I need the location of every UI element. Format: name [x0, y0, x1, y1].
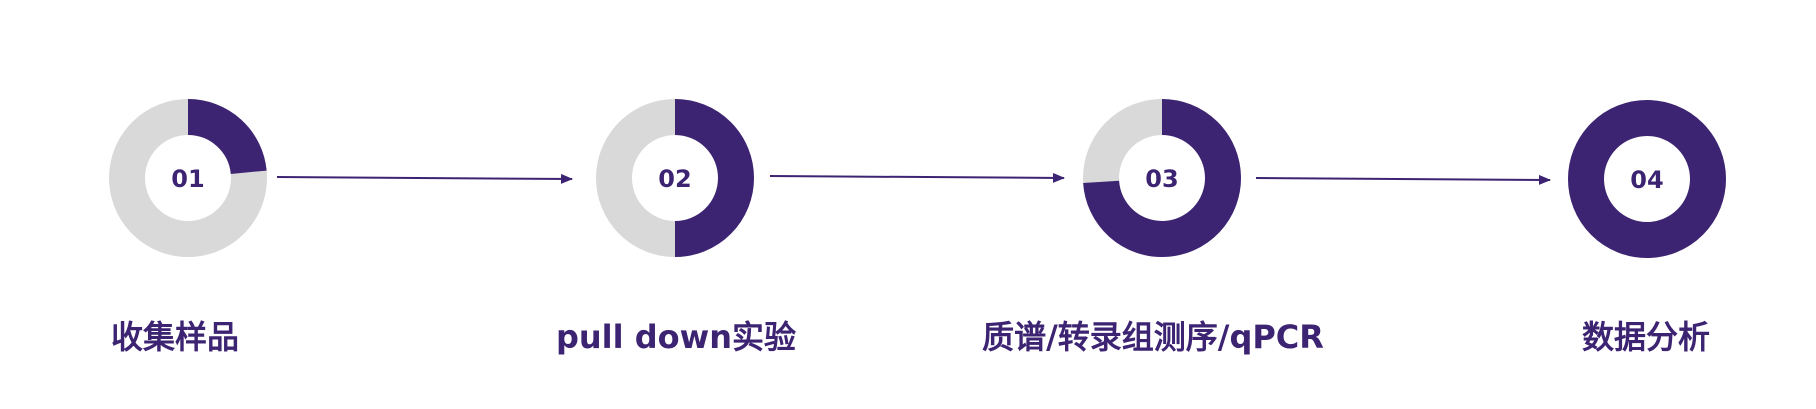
step-3-ring-progress — [1083, 99, 1241, 257]
step-1-ring-progress — [187, 99, 267, 175]
step-3-ring: 03 — [1083, 99, 1241, 257]
step-2-ring-progress — [674, 99, 754, 257]
step-2-number: 02 — [658, 165, 691, 193]
arrows-layer — [276, 172, 1551, 185]
step-3-label: 质谱/转录组测序/qPCR — [982, 318, 1324, 356]
arrow-1-to-2 — [276, 173, 573, 184]
step-4-ring: 04 — [1568, 100, 1726, 258]
step-1-number: 01 — [171, 165, 204, 193]
step-4-number: 04 — [1630, 166, 1663, 194]
step-2-label: pull down实验 — [555, 318, 797, 356]
step-1-label: 收集样品 — [110, 318, 240, 356]
step-1-ring: 01 — [109, 99, 267, 257]
step-4-label: 数据分析 — [1581, 318, 1711, 356]
step-4-ring-progress — [1568, 100, 1726, 258]
step-2-ring: 02 — [596, 99, 754, 257]
arrow-3-to-4 — [1255, 174, 1551, 185]
arrow-2-to-3 — [769, 172, 1065, 183]
rings-layer: 01 02 03 04 — [109, 99, 1726, 258]
step-3-number: 03 — [1145, 165, 1178, 193]
